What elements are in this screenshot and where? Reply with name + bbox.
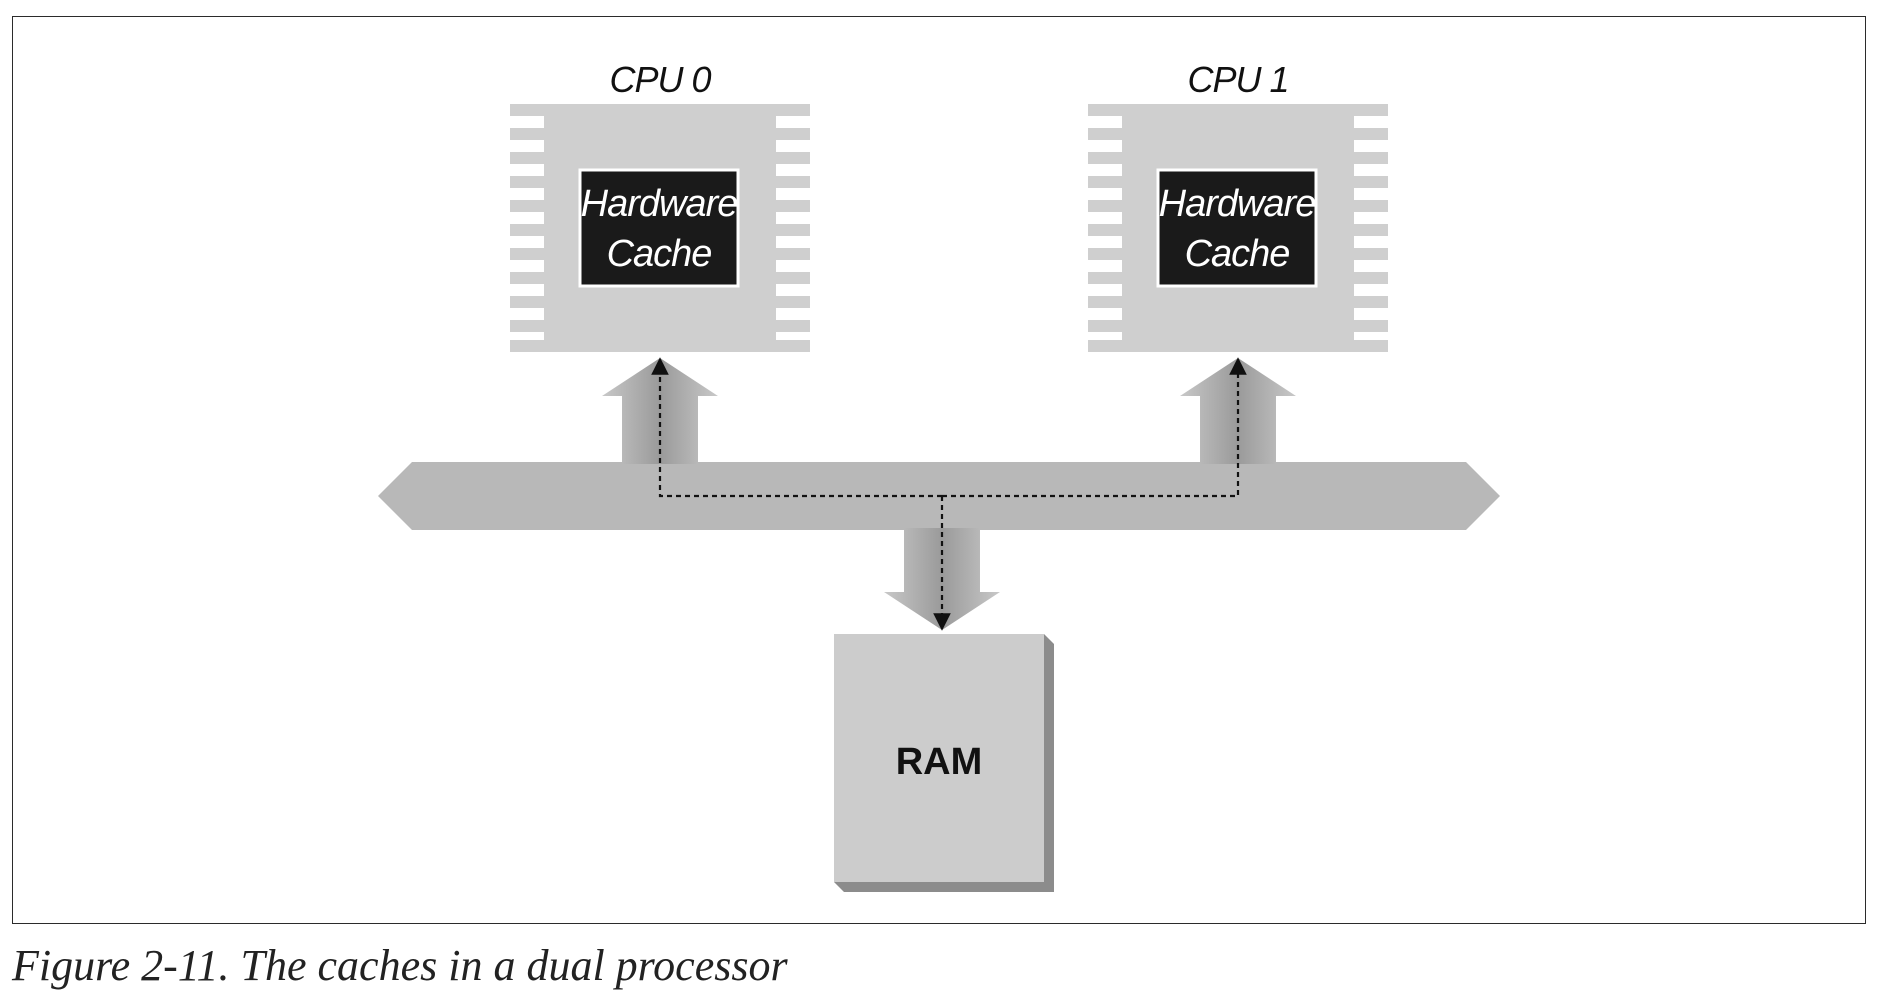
cpu-1-title: CPU 1 (1187, 59, 1288, 100)
cpu-0-title: CPU 0 (609, 59, 711, 100)
bus-to-cpu-0-arrow (602, 358, 718, 464)
cpu-1-chip: CPU 1 Hardware Cache (1088, 59, 1388, 352)
cpu-0-cache-label-line2: Cache (607, 233, 712, 275)
cpu-1-cache: Hardware Cache (1156, 168, 1318, 288)
dashed-data-path (651, 357, 1247, 631)
cpu-1-cache-label-line2: Cache (1185, 233, 1290, 275)
cpu-0-cache-label-line1: Hardware (581, 183, 738, 225)
dashed-path-to-cpu-1 (942, 357, 1247, 498)
cpu-0-cache: Hardware Cache (578, 168, 740, 288)
dashed-path-to-cpu-0 (651, 357, 942, 498)
figure-caption: Figure 2-11. The caches in a dual proces… (12, 941, 788, 990)
cpu-1-cache-label-line1: Hardware (1159, 183, 1316, 225)
ram-module: RAM (834, 634, 1054, 892)
cpu-1-pins-left (1088, 104, 1124, 352)
cpu-0-pins-right (774, 104, 810, 352)
ram-body (834, 634, 1044, 882)
ram-label: RAM (896, 741, 983, 783)
cpu-0-chip: CPU 0 Hardware Cache (510, 59, 810, 352)
cpu-1-pins-right (1352, 104, 1388, 352)
cpu-0-pins-left (510, 104, 546, 352)
